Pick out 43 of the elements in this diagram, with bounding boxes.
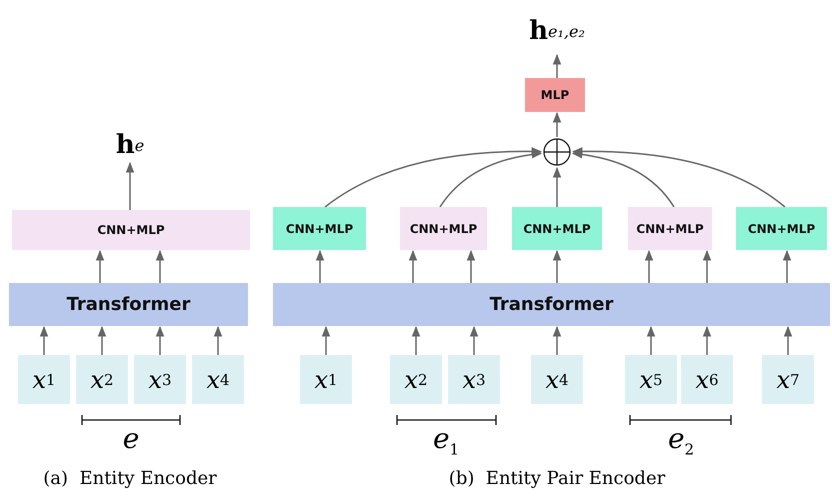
arrow [408, 250, 418, 283]
mlp-box: MLP [525, 78, 585, 112]
encoder-box: CNN+MLP [12, 210, 250, 250]
arrow [702, 326, 712, 355]
arrow [552, 166, 562, 207]
arrow [552, 326, 562, 355]
arrow [470, 326, 478, 355]
panel-caption: (b) Entity Pair Encoder [448, 468, 666, 489]
arrow [702, 250, 712, 283]
arrow [646, 326, 656, 355]
encoder-box: CNN+MLP [628, 207, 712, 250]
entity-label: e$_{1}$ [432, 422, 460, 459]
entity-label: e$_{2}$ [668, 422, 694, 459]
encoder-box: CNN+MLP [273, 207, 366, 250]
arrow [156, 326, 164, 355]
arrow [324, 147, 542, 208]
arrow [552, 112, 562, 137]
arrow [552, 54, 562, 78]
arrow [98, 326, 106, 355]
arrow [322, 326, 330, 355]
entity-label: e [122, 422, 140, 455]
arrow [156, 250, 164, 283]
arrow [126, 162, 134, 210]
arrow [40, 326, 48, 355]
encoder-box: CNN+MLP [736, 207, 827, 250]
encoder-box: CNN+MLP [512, 207, 602, 250]
arrow [552, 250, 562, 283]
sum-symbol [543, 138, 571, 166]
arrow [316, 250, 324, 283]
arrow [466, 250, 476, 283]
panel-caption: (a) Entity Encoder [43, 468, 217, 489]
arrow [782, 250, 792, 283]
transformer-bar: Transformer [273, 283, 830, 326]
arrow [644, 250, 654, 283]
arrow [572, 147, 786, 208]
arrow [784, 326, 792, 355]
arrow [214, 326, 222, 355]
arrow [439, 150, 542, 208]
encoder-box: CNN+MLP [400, 207, 487, 250]
arrow [412, 326, 420, 355]
transformer-bar: Transformer [9, 283, 248, 326]
arrow [96, 250, 104, 283]
arrow [572, 150, 675, 208]
